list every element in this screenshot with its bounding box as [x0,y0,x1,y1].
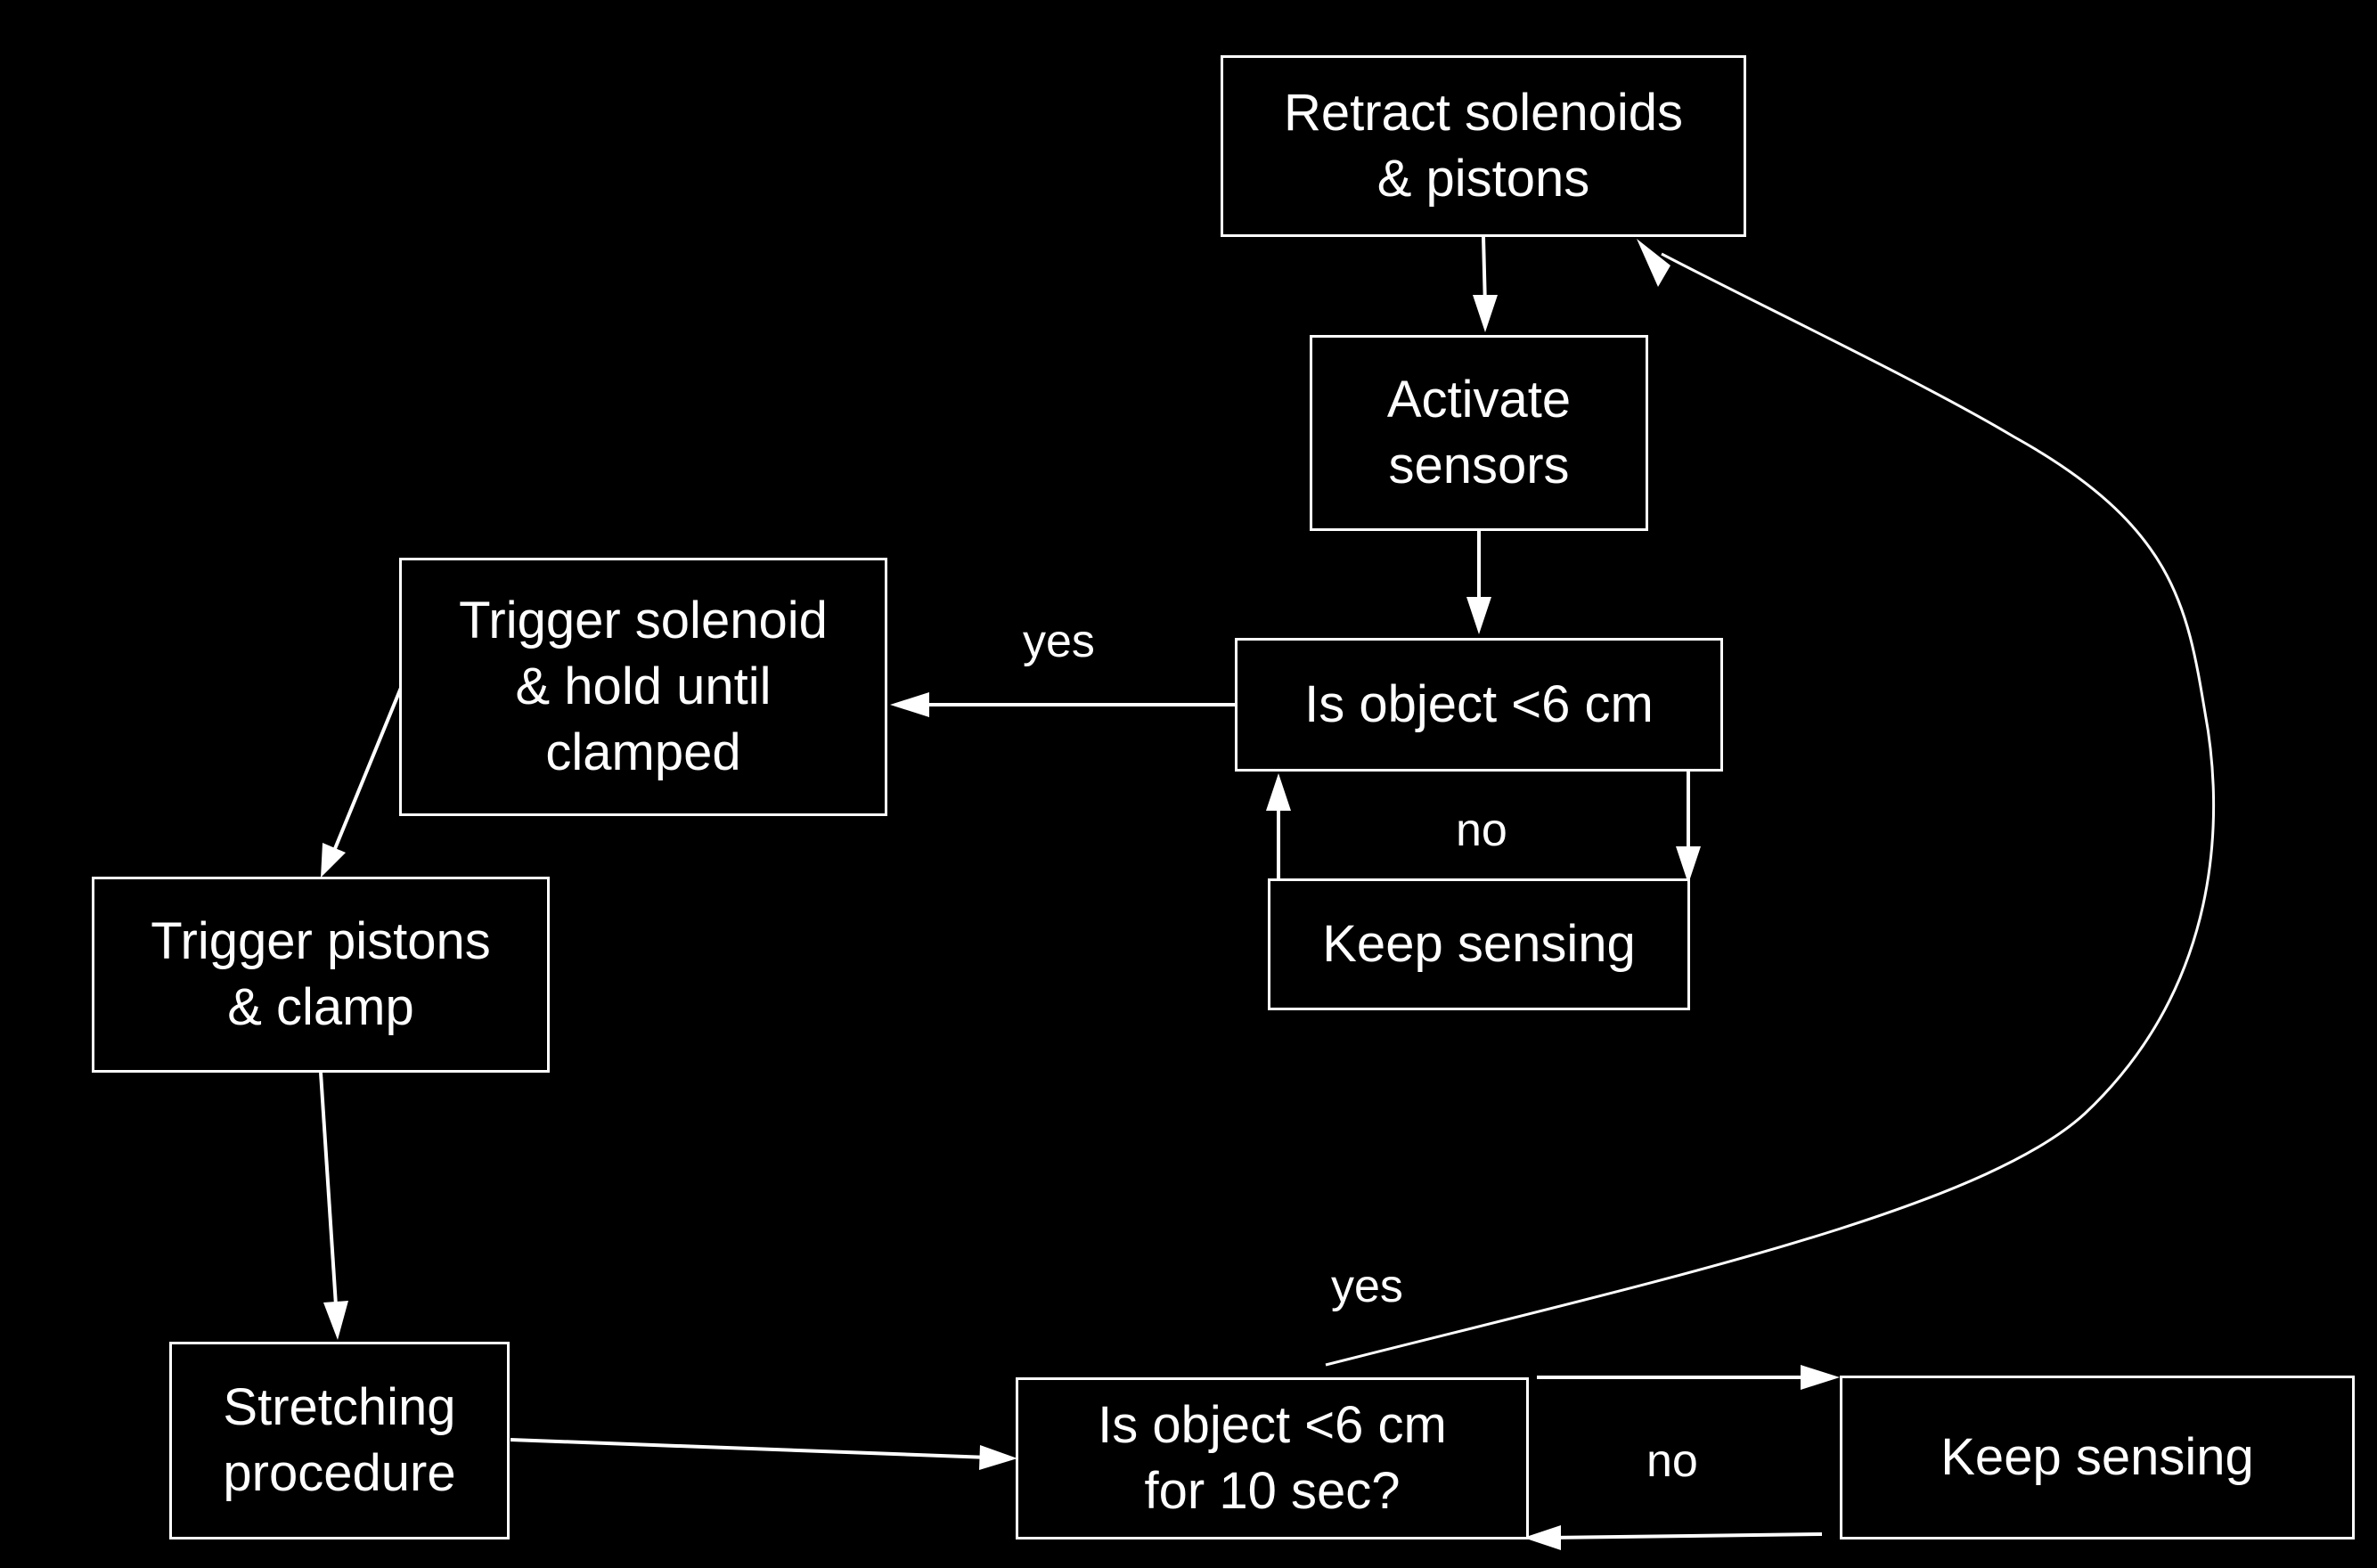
arrowhead-trigger-pistons [321,843,346,878]
arrowhead-stretch [323,1301,348,1340]
node-keep-sensing-2: Keep sensing [1840,1376,2355,1539]
node-retract-label: Retract solenoids & pistons [1283,84,1684,208]
edge-trigger-solenoid-to-trigger-pistons [332,687,403,852]
node-activate-label: Activate sensors [1386,371,1572,494]
arrowhead-activate [1473,295,1498,332]
node-keep2-label: Keep sensing [1940,1428,2254,1486]
node-trigger-solenoid: Trigger solenoid & hold until clamped [399,558,887,816]
node-check-object-duration: Is object <6 cm for 10 sec? [1016,1377,1529,1539]
arrowhead-check2 [979,1445,1017,1470]
node-check2-label: Is object <6 cm for 10 sec? [1098,1396,1447,1520]
node-keep1-label: Keep sensing [1322,915,1636,973]
node-stretching-procedure: Stretching procedure [169,1342,510,1539]
arrowhead-retract [1637,239,1670,287]
node-check1-label: Is object <6 cm [1304,675,1654,733]
edge-keep2-to-check2 [1549,1532,1823,1539]
label-yes-check1: yes [1023,616,1095,667]
node-retract-solenoids-pistons: Retract solenoids & pistons [1221,55,1746,237]
label-no-check1: no [1456,804,1507,856]
edge-check2-to-retract [1325,252,2216,1367]
arrowhead-trigger-solenoid [890,692,929,717]
node-stretch-label: Stretching procedure [223,1378,456,1502]
node-trigger-pistons-clamp: Trigger pistons & clamp [92,877,550,1073]
node-check-object-distance: Is object <6 cm [1235,638,1723,772]
arrowhead-check2-from-keep2 [1523,1525,1561,1550]
edge-trigger-pistons-to-stretch [319,1072,338,1306]
node-keep-sensing-1: Keep sensing [1268,878,1690,1010]
label-no-check2: no [1646,1435,1698,1487]
node-activate-sensors: Activate sensors [1310,335,1648,531]
arrowhead-keep1 [1676,846,1701,884]
arrowhead-keep2 [1801,1365,1840,1390]
label-yes-check2: yes [1331,1261,1403,1312]
arrowhead-check1-from-keep1 [1266,773,1291,811]
node-trigger-solenoid-label: Trigger solenoid & hold until clamped [459,592,828,781]
node-trigger-pistons-label: Trigger pistons & clamp [151,912,491,1036]
edge-stretch-to-check2 [510,1438,990,1459]
arrowhead-check1 [1466,597,1491,634]
